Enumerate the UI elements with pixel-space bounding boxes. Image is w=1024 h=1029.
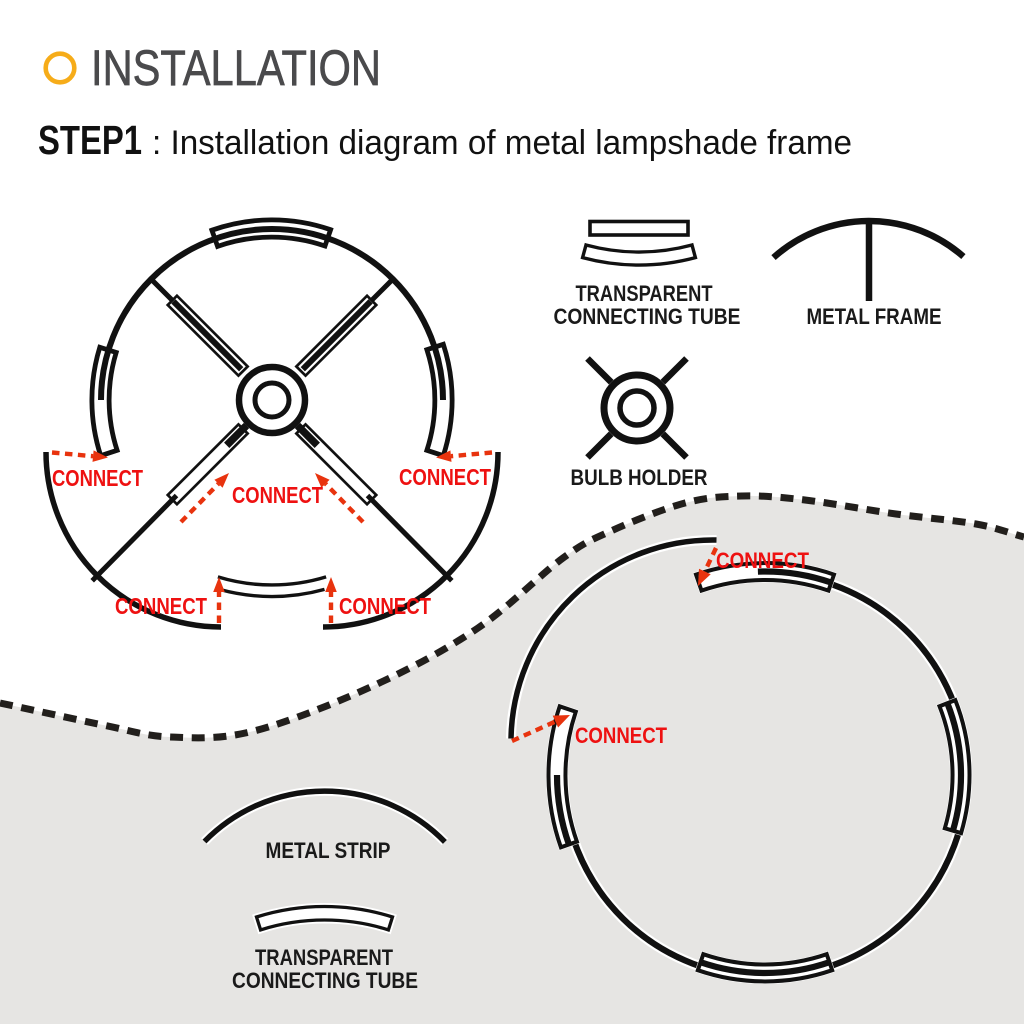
svg-text:TRANSPARENT: TRANSPARENT	[255, 945, 393, 970]
svg-text:CONNECT: CONNECT	[399, 464, 491, 490]
svg-text:STEP1: STEP1	[38, 117, 142, 163]
svg-text:CONNECT: CONNECT	[52, 465, 143, 491]
svg-text:CONNECT: CONNECT	[575, 723, 667, 748]
svg-text:CONNECT: CONNECT	[232, 482, 323, 508]
svg-text:BULB HOLDER: BULB HOLDER	[571, 465, 708, 490]
svg-text:TRANSPARENT: TRANSPARENT	[576, 281, 713, 306]
svg-text:INSTALLATION: INSTALLATION	[91, 39, 381, 96]
svg-text:METAL STRIP: METAL STRIP	[266, 838, 391, 863]
svg-text:CONNECTING TUBE: CONNECTING TUBE	[232, 968, 418, 993]
svg-text:METAL FRAME: METAL FRAME	[807, 304, 942, 329]
svg-text:CONNECT: CONNECT	[115, 593, 207, 619]
svg-text:CONNECTING TUBE: CONNECTING TUBE	[554, 304, 741, 329]
svg-text:CONNECT: CONNECT	[716, 548, 809, 573]
svg-text:CONNECT: CONNECT	[339, 593, 431, 619]
svg-text:: Installation diagram of meta: : Installation diagram of metal lampshad…	[152, 124, 852, 162]
